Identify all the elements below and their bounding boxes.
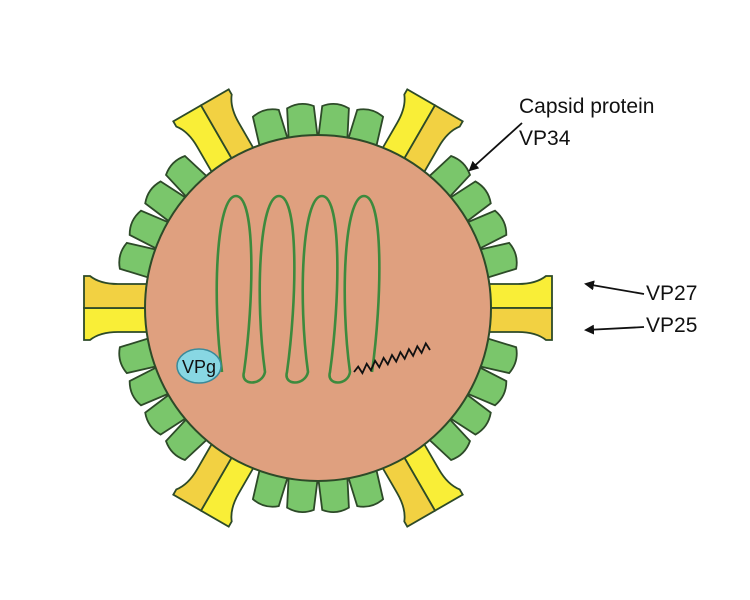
vp27-label: VP27	[646, 282, 697, 305]
vp27-pointer-arrow	[584, 280, 645, 295]
vpg-protein-icon	[176, 348, 222, 384]
vp34-label: VP34	[519, 127, 571, 150]
vp25-label: VP25	[646, 314, 697, 337]
capsid-protein-label: Capsid protein	[519, 95, 654, 118]
vpg-label: VPg	[182, 357, 216, 377]
vp34-pointer-arrow	[468, 122, 523, 172]
virion-interior	[144, 134, 492, 482]
vp25-pointer-arrow	[584, 324, 645, 335]
rna-genome-tail	[353, 341, 431, 375]
rna-genome-icon	[215, 194, 381, 384]
